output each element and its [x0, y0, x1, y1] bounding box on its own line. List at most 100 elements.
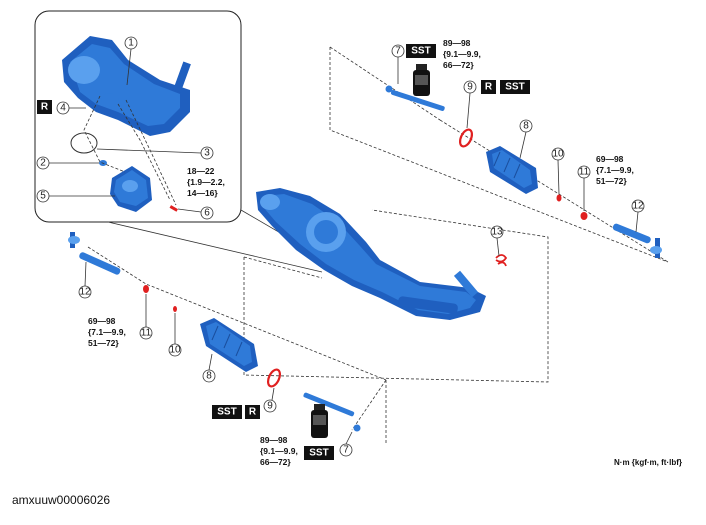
assembly-dashed-frame: [243, 209, 549, 383]
rh-nut-11: [580, 212, 588, 220]
badge-r-lower: R: [245, 405, 260, 419]
torque-tie-rod-upper: 89—98 {9.1—9.9, 66—72}: [443, 38, 481, 70]
svg-text:11: 11: [579, 167, 590, 178]
badge-sst-upper: SST: [406, 44, 436, 58]
svg-text:11: 11: [141, 328, 152, 339]
svg-text:7: 7: [395, 46, 401, 57]
badge-r-inset: R: [37, 100, 52, 114]
torque-nut-upper: 69—98 {7.1—9.9, 51—72}: [596, 154, 634, 186]
callout-11-lower: 11: [139, 326, 153, 340]
callout-8-lower: 8: [202, 369, 216, 383]
svg-text:12: 12: [79, 287, 91, 298]
svg-text:66—72}: 66—72}: [260, 457, 291, 467]
callout-12-lower: 12: [78, 285, 92, 299]
svg-text:{9.1—9.9,: {9.1—9.9,: [443, 49, 481, 59]
badge-sst-upper-2: SST: [500, 80, 530, 94]
svg-text:5: 5: [40, 191, 46, 202]
inset-gear-housing: [62, 36, 191, 136]
sst-tool-upper: [413, 64, 430, 96]
svg-text:R: R: [249, 407, 257, 418]
svg-text:18—22: 18—22: [187, 166, 215, 176]
svg-text:6: 6: [204, 208, 210, 219]
svg-text:3: 3: [204, 148, 210, 159]
lh-clip-10: [173, 306, 177, 312]
figure-id: amxuuw00006026: [12, 493, 111, 507]
svg-text:{7.1—9.9,: {7.1—9.9,: [596, 165, 634, 175]
svg-text:{7.1—9.9,: {7.1—9.9,: [88, 327, 126, 337]
svg-text:10: 10: [169, 345, 181, 356]
svg-text:{9.1—9.9,: {9.1—9.9,: [260, 446, 298, 456]
rh-tie-rod-7: [385, 85, 445, 111]
svg-text:2: 2: [40, 158, 46, 169]
svg-text:69—98: 69—98: [88, 316, 116, 326]
rh-guide-frame: [329, 47, 669, 263]
svg-text:51—72}: 51—72}: [88, 338, 119, 348]
svg-text:12: 12: [632, 201, 644, 212]
inset-connector-line: [107, 221, 323, 273]
lh-boot-8: [200, 318, 258, 372]
lh-boot-clamp-9: [266, 368, 282, 388]
svg-text:66—72}: 66—72}: [443, 60, 474, 70]
callout-9-lower: 9: [263, 399, 277, 413]
callout-10-lower: 10: [168, 343, 182, 357]
lh-tie-rod-7: [303, 392, 361, 432]
svg-text:R: R: [41, 102, 49, 113]
svg-text:7: 7: [343, 445, 349, 456]
svg-text:1: 1: [128, 38, 134, 49]
torque-inset-bolt: 18—22 {1.9—2.2, 14—16}: [187, 166, 225, 198]
lh-guide-line: [87, 246, 387, 381]
badge-sst-lower: SST: [212, 405, 242, 419]
inset-guide-line: [125, 99, 177, 206]
svg-text:89—98: 89—98: [443, 38, 471, 48]
part-13: [495, 254, 508, 267]
callout-5: 5: [36, 189, 50, 203]
rh-tie-rod-end-12: [612, 223, 662, 258]
callout-11-upper: 11: [577, 165, 591, 179]
lh-nut-11: [143, 285, 149, 293]
svg-text:51—72}: 51—72}: [596, 176, 627, 186]
svg-text:14—16}: 14—16}: [187, 188, 218, 198]
svg-text:8: 8: [206, 371, 212, 382]
svg-text:SST: SST: [217, 407, 236, 418]
svg-text:SST: SST: [309, 448, 328, 459]
svg-text:9: 9: [267, 401, 273, 412]
inset-guide-line: [117, 103, 171, 201]
svg-text:89—98: 89—98: [260, 435, 288, 445]
callout-13: 13: [490, 225, 504, 239]
sst-tool-lower: [311, 404, 328, 438]
torque-tie-rod-lower: 89—98 {9.1—9.9, 66—72}: [260, 435, 298, 467]
svg-text:SST: SST: [411, 46, 430, 57]
callout-2: 2: [36, 156, 50, 170]
svg-text:4: 4: [60, 103, 66, 114]
rh-boot-clamp-9: [458, 128, 474, 148]
callout-1: 1: [124, 36, 138, 50]
callout-10-upper: 10: [551, 147, 565, 161]
svg-text:{1.9—2.2,: {1.9—2.2,: [187, 177, 225, 187]
svg-text:10: 10: [552, 149, 564, 160]
svg-text:8: 8: [523, 121, 529, 132]
units-label: N·m {kgf·m, ft·lbf}: [614, 458, 682, 467]
callout-7-lower: 7: [339, 443, 353, 457]
callout-8-upper: 8: [519, 119, 533, 133]
o-ring-3: [70, 132, 98, 154]
inset-part-6-bolt: [169, 205, 178, 212]
rh-boot-8: [486, 146, 538, 194]
callout-12-upper: 12: [631, 199, 645, 213]
steering-gear-assembly: [256, 188, 486, 320]
badge-sst-lower-2: SST: [304, 446, 334, 460]
svg-text:9: 9: [467, 82, 473, 93]
badge-r-upper: R: [481, 80, 496, 94]
svg-text:SST: SST: [505, 82, 524, 93]
svg-text:R: R: [485, 82, 493, 93]
callout-3: 3: [200, 146, 214, 160]
inset-part-5: [110, 166, 152, 212]
callout-4: 4: [56, 101, 70, 115]
callout-6: 6: [200, 206, 214, 220]
rh-clip-10: [556, 194, 562, 202]
inset-guide-line: [83, 95, 126, 173]
callout-9-upper: 9: [463, 80, 477, 94]
svg-text:69—98: 69—98: [596, 154, 624, 164]
svg-text:13: 13: [491, 227, 503, 238]
lh-tie-rod-end-12: [68, 232, 121, 275]
